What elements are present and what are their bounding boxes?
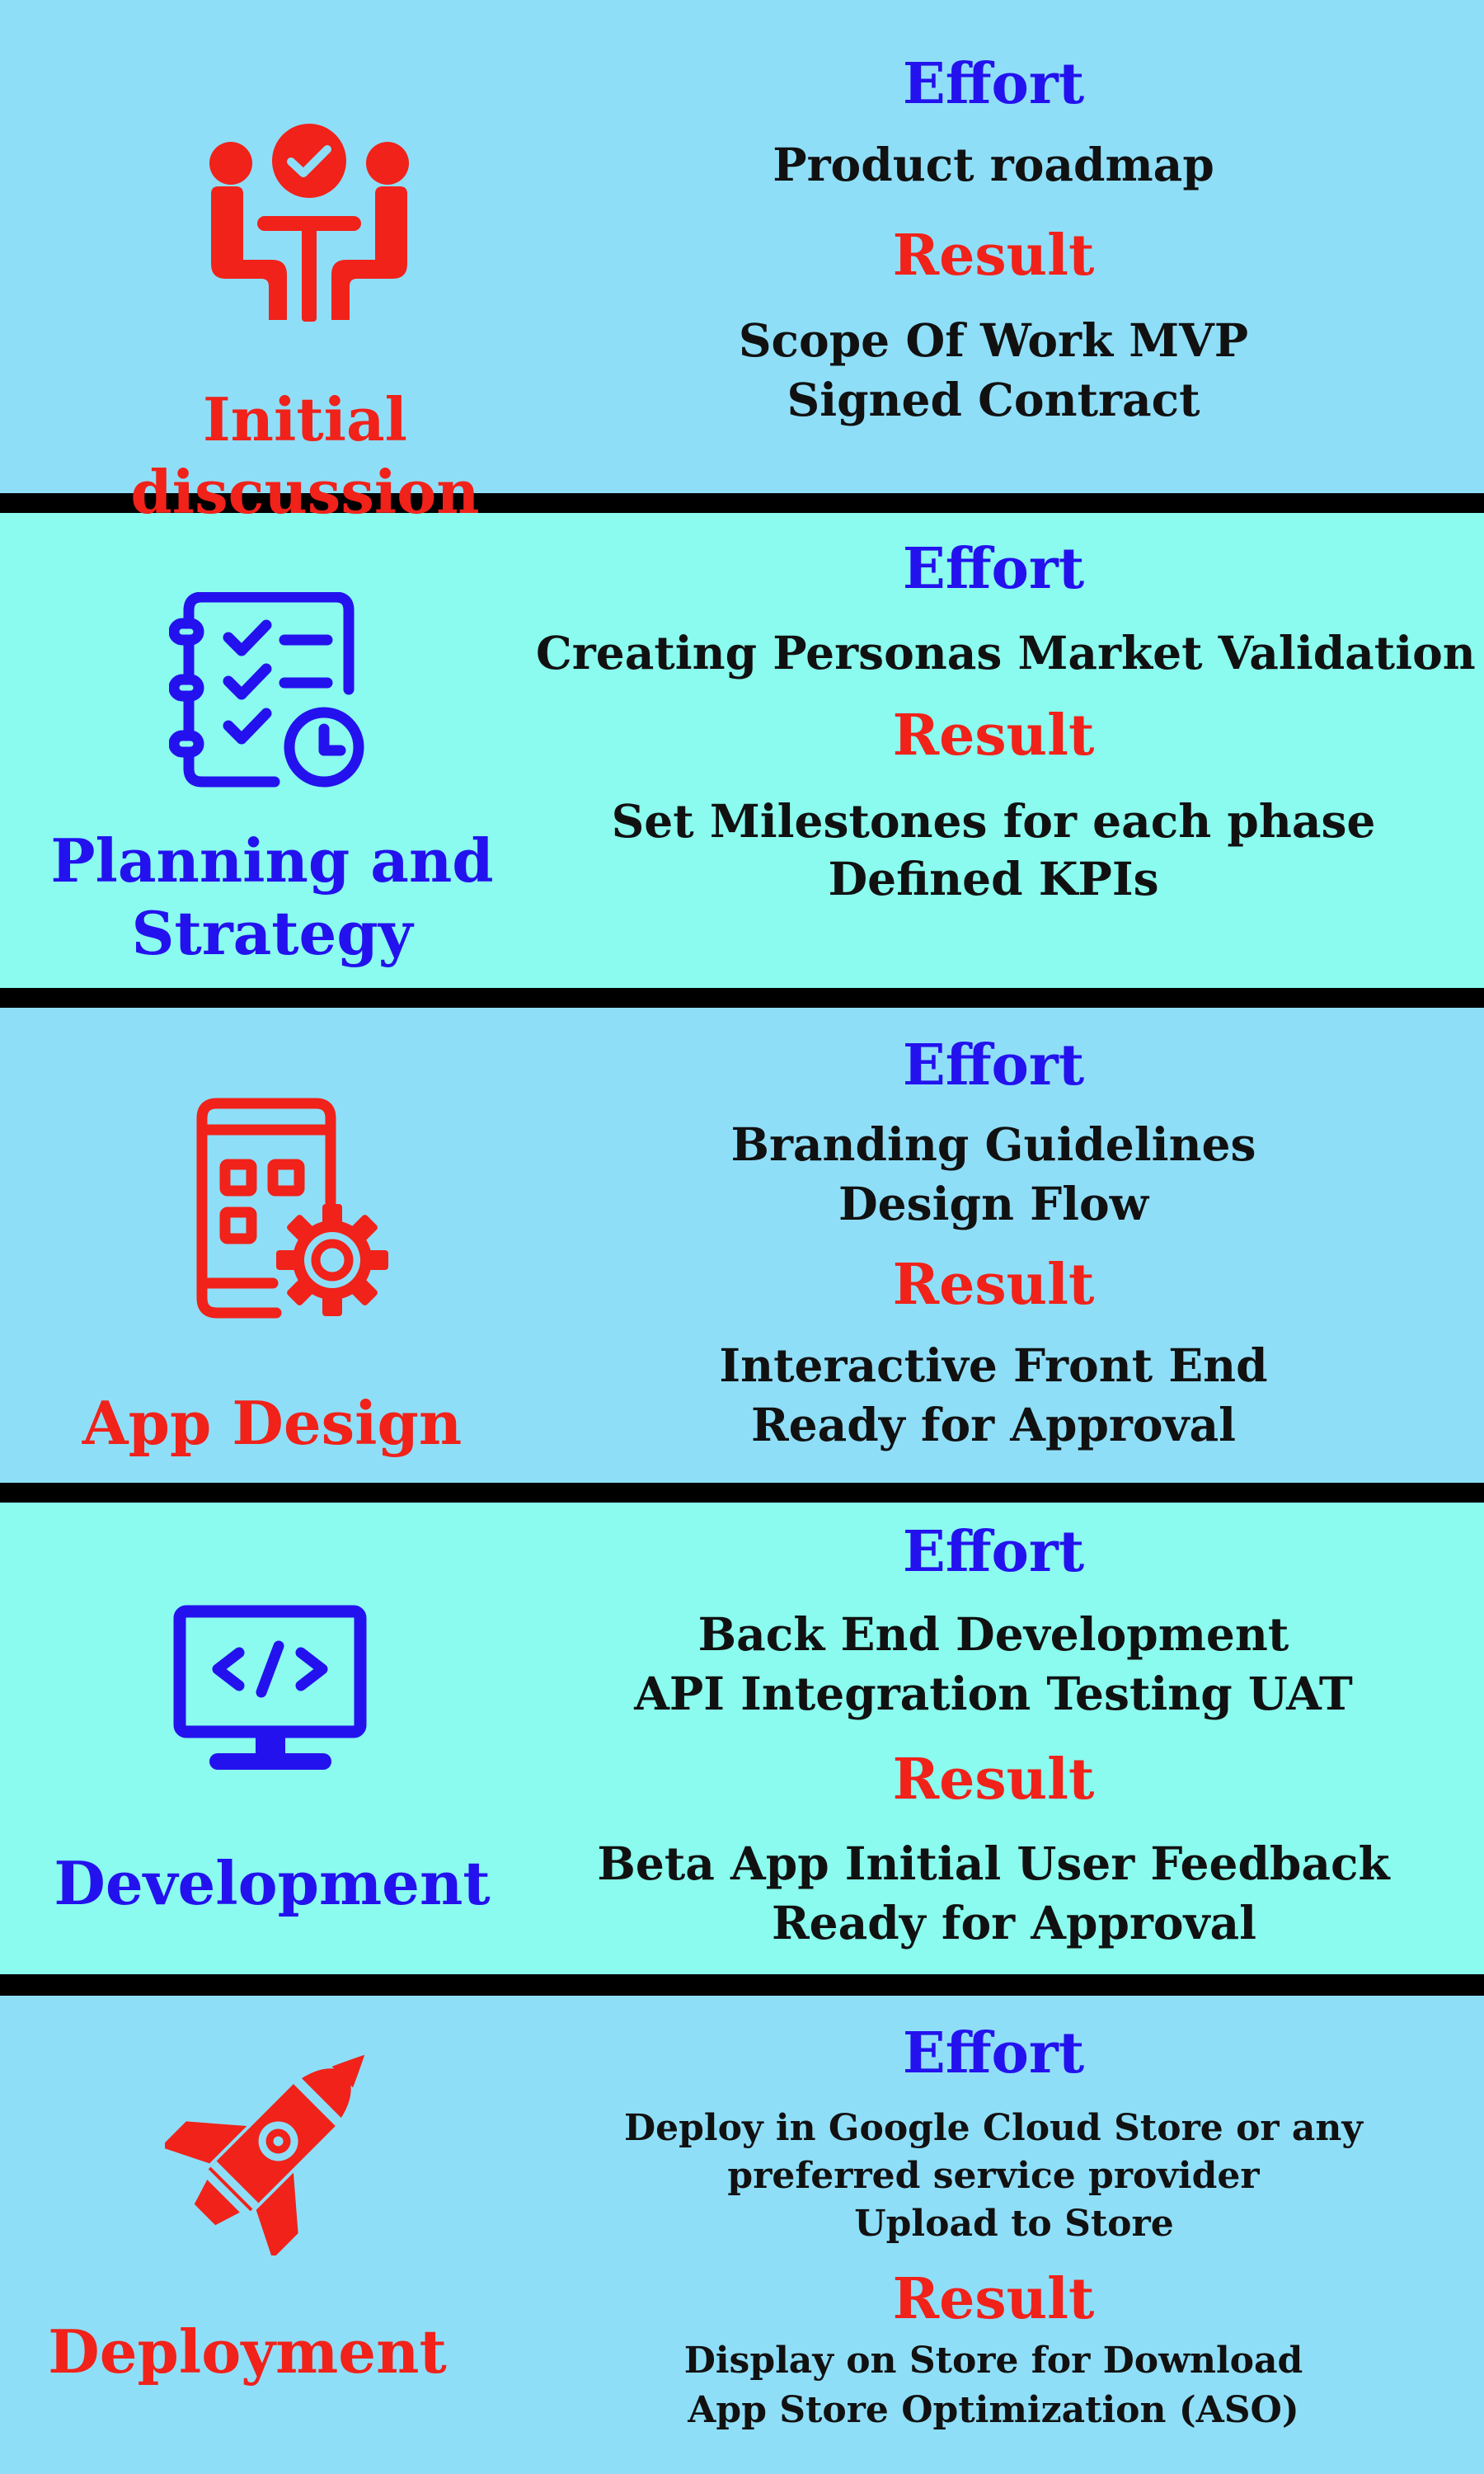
meeting-people-check-icon	[206, 124, 412, 322]
rocket-icon	[165, 2053, 367, 2255]
mobile-app-gear-icon	[194, 1097, 392, 1319]
result-heading: Result	[892, 703, 1095, 769]
result-line: Beta App Initial User Feedback	[597, 1837, 1390, 1890]
effort-line: Creating Personas Market Validation	[536, 626, 1476, 680]
effort-heading: Effort	[902, 2020, 1085, 2086]
band-development	[0, 1503, 1484, 1974]
effort-line: Back End Development	[697, 1607, 1289, 1661]
effort-heading: Effort	[902, 536, 1085, 602]
stage-title-deployment: Deployment	[48, 2316, 447, 2387]
stage-title-planning-line-2: Strategy	[131, 898, 413, 968]
effort-line: API Integration Testing UAT	[634, 1667, 1353, 1720]
result-line: App Store Optimization (ASO)	[688, 2389, 1299, 2431]
separator-3	[0, 1483, 1484, 1503]
monitor-code-icon	[173, 1605, 367, 1774]
effort-line: Branding Guidelines	[730, 1117, 1256, 1171]
result-heading: Result	[892, 2266, 1095, 2332]
result-line: Set Milestones for each phase	[611, 794, 1376, 848]
stage-title-app-design: App Design	[82, 1388, 463, 1458]
separator-4	[0, 1974, 1484, 1996]
result-heading: Result	[892, 1747, 1095, 1813]
stage-title-planning-line-1: Planning and	[50, 825, 494, 896]
effort-line: preferred service provider	[727, 2155, 1260, 2197]
checklist-clock-icon	[169, 592, 367, 790]
result-heading: Result	[892, 1252, 1095, 1318]
band-app-design	[0, 1008, 1484, 1483]
stage-title-development: Development	[54, 1848, 491, 1918]
result-line: Ready for Approval	[750, 1398, 1237, 1451]
effort-heading: Effort	[902, 1032, 1085, 1098]
result-heading: Result	[892, 223, 1095, 289]
result-line: Signed Contract	[787, 373, 1200, 426]
result-line: Display on Store for Download	[683, 2340, 1303, 2382]
band-initial-discussion	[0, 0, 1484, 493]
effort-line: Upload to Store	[854, 2203, 1174, 2245]
result-line: Scope Of Work MVP	[738, 313, 1249, 367]
effort-line: Product roadmap	[773, 138, 1214, 191]
stage-title-initial-discussion: Initial discussion	[130, 384, 480, 527]
effort-line: Deploy in Google Cloud Store or any	[624, 2107, 1363, 2149]
result-line: Interactive Front End	[719, 1338, 1268, 1392]
band-deployment	[0, 1996, 1484, 2474]
result-line: Defined KPIs	[828, 852, 1159, 905]
separator-1	[0, 493, 1484, 513]
effort-line: Design Flow	[838, 1177, 1149, 1230]
effort-heading: Effort	[902, 51, 1085, 117]
separator-2	[0, 988, 1484, 1008]
effort-heading: Effort	[902, 1519, 1085, 1585]
result-line: Ready for Approval	[771, 1896, 1257, 1950]
